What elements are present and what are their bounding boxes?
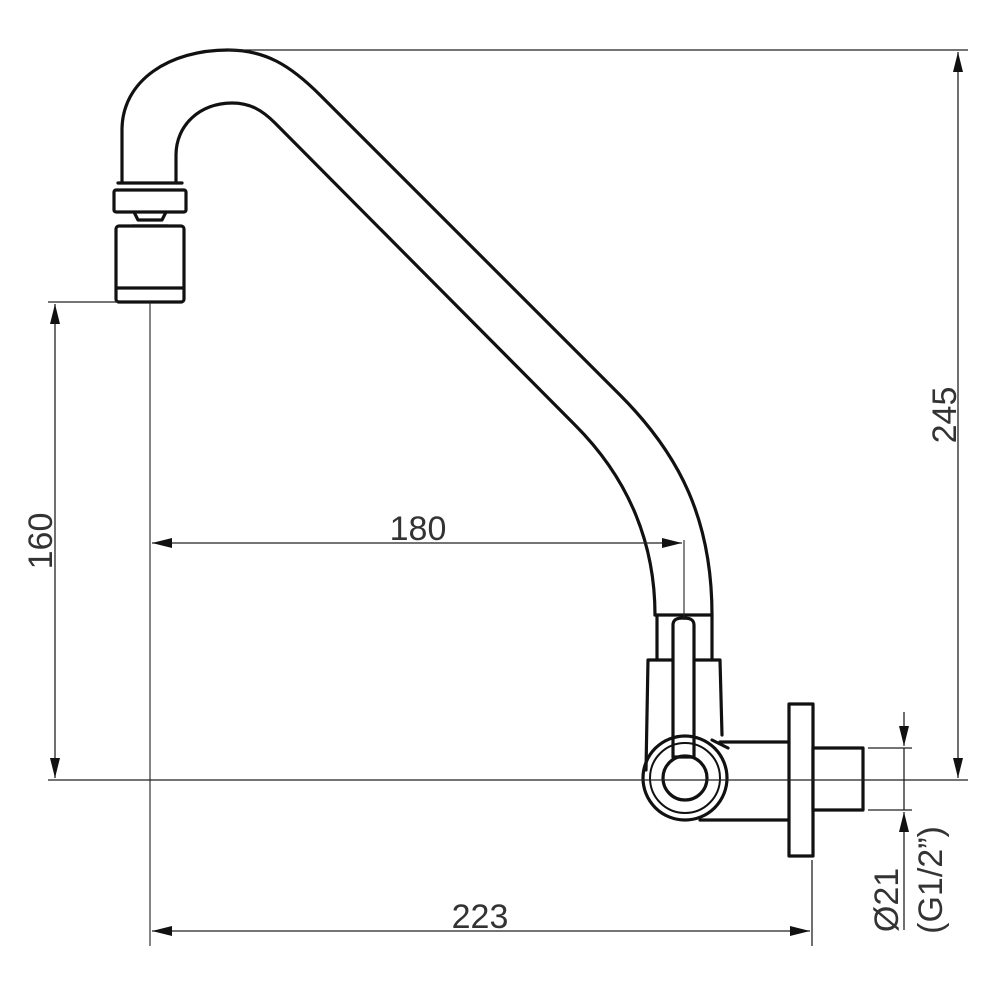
extension-lines: [48, 49, 968, 946]
dimension-label-diameter: Ø21: [868, 868, 906, 932]
swivel-ring-middle: [649, 742, 721, 814]
aerator-neck: [130, 210, 170, 228]
aerator-collar: [112, 188, 188, 214]
dimension-label-180: 180: [390, 510, 447, 548]
dimension-label-223: 223: [452, 898, 509, 936]
dimension-connection: Ø21 (G1/2”): [868, 712, 950, 934]
spout-outer-contour: [120, 48, 714, 617]
swivel-ring-inner: [661, 754, 709, 802]
dimension-outlet-height: 160: [22, 304, 60, 778]
swivel-ring-outer: [641, 734, 729, 822]
dimension-label-160: 160: [22, 513, 60, 570]
spout-inner-contour: [174, 101, 657, 617]
faucet-body: [112, 48, 865, 858]
dimension-label-thread: (G1/2”): [912, 826, 950, 934]
dimension-total-height: 245: [926, 52, 964, 778]
aerator-body: [114, 224, 186, 304]
threaded-connection: [811, 746, 865, 812]
body-connector: [698, 738, 791, 822]
dimension-total-depth: 223: [152, 898, 810, 936]
dimension-spout-reach: 180: [152, 510, 682, 548]
dimension-label-245: 245: [926, 387, 964, 444]
